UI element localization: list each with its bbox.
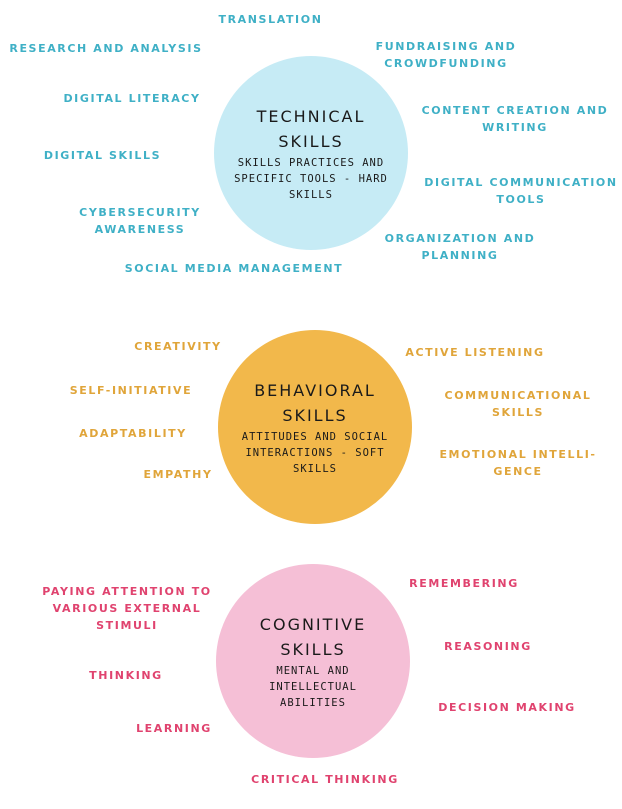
skill-empathy: EMPATHY xyxy=(143,468,213,481)
skill-social-media-management: SOCIAL MEDIA MANAGEMENT xyxy=(124,262,344,275)
skill-critical-thinking: CRITICAL THINKING xyxy=(251,773,399,786)
skill-adaptability: ADAPTABILITY xyxy=(79,427,187,440)
cognitive-skills-circle: COGNITIVE SKILLS MENTAL AND INTELLECTUAL… xyxy=(216,564,410,758)
skill-cybersecurity-awareness: CYBERSECURITY AWARENESS xyxy=(79,206,201,236)
skill-digital-skills: DIGITAL SKILLS xyxy=(43,149,162,162)
technical-skills-subtitle: SKILLS PRACTICES AND SPECIFIC TOOLS - HA… xyxy=(234,156,388,201)
technical-skills-title: TECHNICAL SKILLS xyxy=(256,106,366,151)
skill-active-listening: ACTIVE LISTENING xyxy=(405,346,545,359)
skill-reasoning: REASONING xyxy=(444,640,532,653)
skill-decision-making: DECISION MAKING xyxy=(438,701,576,714)
skill-digital-communication-tools: DIGITAL COMMUNICATION TOOLS xyxy=(424,176,618,206)
skill-thinking: THINKING xyxy=(89,669,163,682)
skill-paying-attention: PAYING ATTENTION TO VARIOUS EXTERNAL STI… xyxy=(42,585,212,632)
skill-organization-and-planning: ORGANIZATION AND PLANNING xyxy=(384,232,536,262)
cognitive-skills-title: COGNITIVE SKILLS xyxy=(259,614,367,659)
skill-content-creation-and-writing: CONTENT CREATION AND WRITING xyxy=(421,104,609,134)
behavioral-skills-title: BEHAVIORAL SKILLS xyxy=(254,380,376,425)
skill-digital-literacy: DIGITAL LITERACY xyxy=(63,92,201,105)
skill-emotional-intelligence: EMOTIONAL INTELLI- GENCE xyxy=(439,448,597,478)
cognitive-skills-subtitle: MENTAL AND INTELLECTUAL ABILITIES xyxy=(269,664,357,709)
behavioral-skills-subtitle: ATTITUDES AND SOCIAL INTERACTIONS - SOFT… xyxy=(241,430,389,475)
skill-learning: LEARNING xyxy=(136,722,212,735)
skill-fundraising-and-crowdfunding: FUNDRAISING AND CROWDFUNDING xyxy=(375,40,517,70)
skill-research-and-analysis: RESEARCH AND ANALYSIS xyxy=(9,42,203,55)
skill-translation: TRANSLATION xyxy=(218,13,323,26)
behavioral-skills-circle: BEHAVIORAL SKILLS ATTITUDES AND SOCIAL I… xyxy=(218,330,412,524)
technical-skills-circle: TECHNICAL SKILLS SKILLS PRACTICES AND SP… xyxy=(214,56,408,250)
skill-self-initiative: SELF-INITIATIVE xyxy=(69,384,193,397)
skill-communicational-skills: COMMUNICATIONAL SKILLS xyxy=(444,389,592,419)
skill-remembering: REMEMBERING xyxy=(409,577,519,590)
skill-creativity: CREATIVITY xyxy=(134,340,222,353)
